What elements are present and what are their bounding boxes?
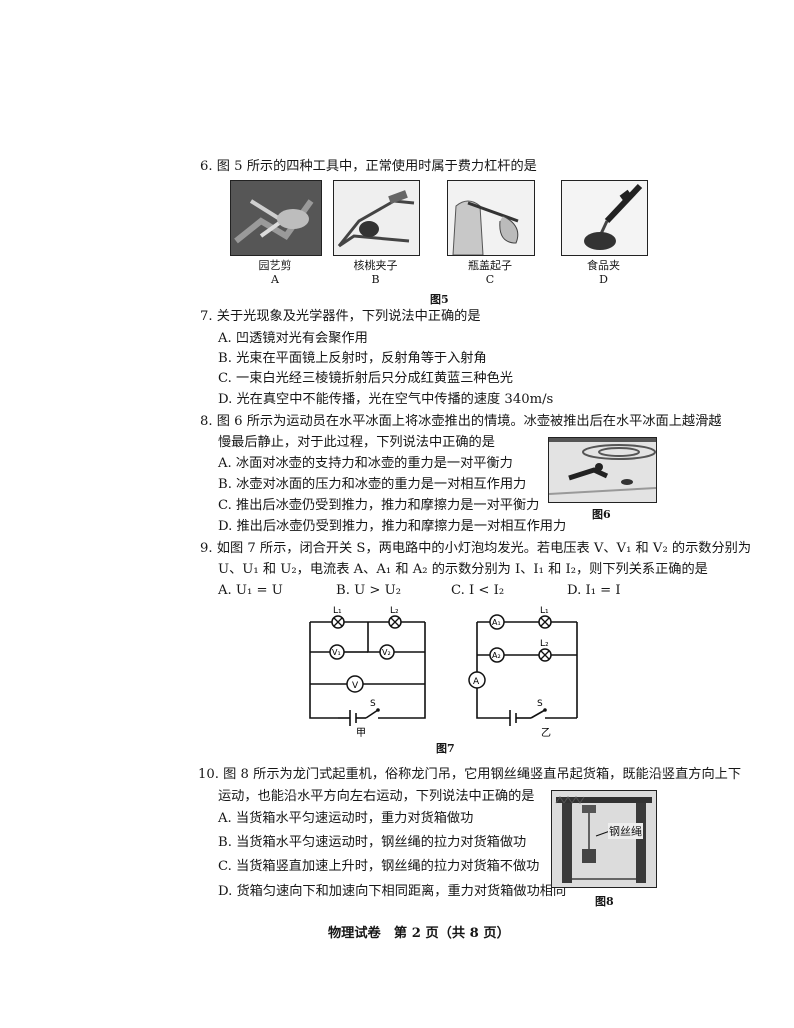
q9-stem-line1: 9. 如图 7 所示，闭合开关 S，两电路中的小灯泡均发光。若电压表 V、V₁ … — [200, 541, 752, 556]
label-l2: L₂ — [540, 639, 549, 649]
q9-option-a: A. U₁ = U — [218, 583, 283, 598]
q8-option-b: B. 冰壶对冰面的压力和冰壶的重力是一对相互作用力 — [218, 477, 527, 492]
q10-option-c: C. 当货箱竖直加速上升时，钢丝绳的拉力对货箱不做功 — [218, 859, 540, 874]
q8-option-a: A. 冰面对冰壶的支持力和冰壶的重力是一对平衡力 — [218, 456, 513, 471]
curling-photo — [548, 437, 657, 503]
gantry-crane-photo: 钢丝绳 — [551, 790, 657, 888]
steel-cable-label: 钢丝绳 — [608, 823, 643, 839]
food-tongs-photo — [561, 180, 648, 256]
q10-option-d: D. 货箱匀速向下和加速向下相同距离，重力对货箱做功相同 — [218, 884, 567, 899]
page-footer: 物理试卷 第 2 页（共 8 页） — [328, 926, 510, 941]
q7-option-a: A. 凹透镜对光有会聚作用 — [218, 331, 368, 346]
ammeter-a2-icon — [489, 647, 505, 663]
ammeter-a-icon — [468, 671, 486, 689]
label-v1: V₁ — [332, 648, 341, 657]
q7-option-b: B. 光束在平面镜上反射时，反射角等于入射角 — [218, 351, 487, 366]
lamp-l2-icon — [388, 615, 402, 629]
figure-5-label: 图5 — [430, 293, 449, 306]
q9-stem-line2: U、U₁ 和 U₂，电流表 A、A₁ 和 A₂ 的示数分别为 I、I₁ 和 I₂… — [218, 562, 708, 577]
label-a: A — [473, 677, 480, 687]
circuit-yi: A₁ A₂ A L₁ L₂ S 乙 — [468, 606, 578, 739]
q10-stem-line2: 运动，也能沿水平方向左右运动，下列说法中正确的是 — [218, 789, 535, 804]
ammeter-a1-icon — [489, 614, 505, 630]
curling-icon — [549, 438, 656, 502]
voltmeter-v1-icon — [329, 644, 345, 660]
q6-stem: 6. 图 5 所示的四种工具中，正常使用时属于费力杠杆的是 — [200, 159, 537, 174]
q10-stem-line1: 10. 图 8 所示为龙门式起重机，俗称龙门吊，它用钢丝绳竖直吊起货箱，既能沿竖… — [198, 767, 742, 782]
garden-shears-photo — [230, 180, 322, 256]
gantry-crane-icon — [552, 791, 656, 887]
q9-option-d: D. I₁ = I — [567, 583, 621, 598]
label-l2: L₂ — [390, 606, 399, 616]
circuit-yi-name: 乙 — [541, 727, 551, 739]
q7-option-d: D. 光在真空中不能传播，光在空气中传播的速度 340m/s — [218, 392, 554, 407]
label-v: V — [352, 681, 359, 691]
circuit-jia: L₁ L₂ V₁ V₂ V S 甲 — [309, 606, 426, 739]
label-s: S — [537, 699, 543, 709]
label-s: S — [370, 699, 376, 709]
lamp-l2-icon — [538, 648, 552, 662]
q8-option-d: D. 推出后冰壶仍受到推力，推力和摩擦力是一对相互作用力 — [218, 519, 567, 534]
q7-stem: 7. 关于光现象及光学器件，下列说法中正确的是 — [200, 309, 481, 324]
figure-6-label: 图6 — [592, 508, 611, 521]
q8-option-c: C. 推出后冰壶仍受到推力，推力和摩擦力是一对平衡力 — [218, 498, 540, 513]
garden-shears-icon — [231, 181, 321, 255]
voltmeter-v2-icon — [379, 644, 395, 660]
circuit-jia-name: 甲 — [356, 728, 366, 739]
q9-option-b: B. U > U₂ — [336, 583, 402, 598]
figure-7-label: 图7 — [436, 742, 455, 755]
figure-8-label: 图8 — [595, 895, 614, 908]
lamp-l1-icon — [538, 615, 552, 629]
label-l1: L₁ — [540, 606, 549, 616]
voltmeter-v-icon — [346, 675, 364, 693]
label-v2: V₂ — [382, 648, 391, 657]
label-a1: A₁ — [492, 618, 501, 627]
q9-option-c: C. I < I₂ — [451, 583, 505, 598]
q10-option-a: A. 当货箱水平匀速运动时，重力对货箱做功 — [218, 811, 474, 826]
bottle-opener-photo — [447, 180, 535, 256]
q7-option-c: C. 一束白光经三棱镜折射后只分成红黄蓝三种色光 — [218, 371, 513, 386]
label-l1: L₁ — [333, 606, 342, 616]
label-a2: A₂ — [492, 651, 501, 660]
nutcracker-icon — [334, 181, 419, 255]
q8-stem-line1: 8. 图 6 所示为运动员在水平冰面上将冰壶推出的情境。冰壶被推出后在水平冰面上… — [200, 414, 722, 429]
q10-option-b: B. 当货箱水平匀速运动时，钢丝绳的拉力对货箱做功 — [218, 835, 527, 850]
q8-stem-line2: 慢最后静止，对于此过程，下列说法中正确的是 — [218, 435, 495, 450]
bottle-opener-icon — [448, 181, 534, 255]
food-tongs-icon — [562, 181, 647, 255]
lamp-l1-icon — [331, 615, 345, 629]
nutcracker-photo — [333, 180, 420, 256]
